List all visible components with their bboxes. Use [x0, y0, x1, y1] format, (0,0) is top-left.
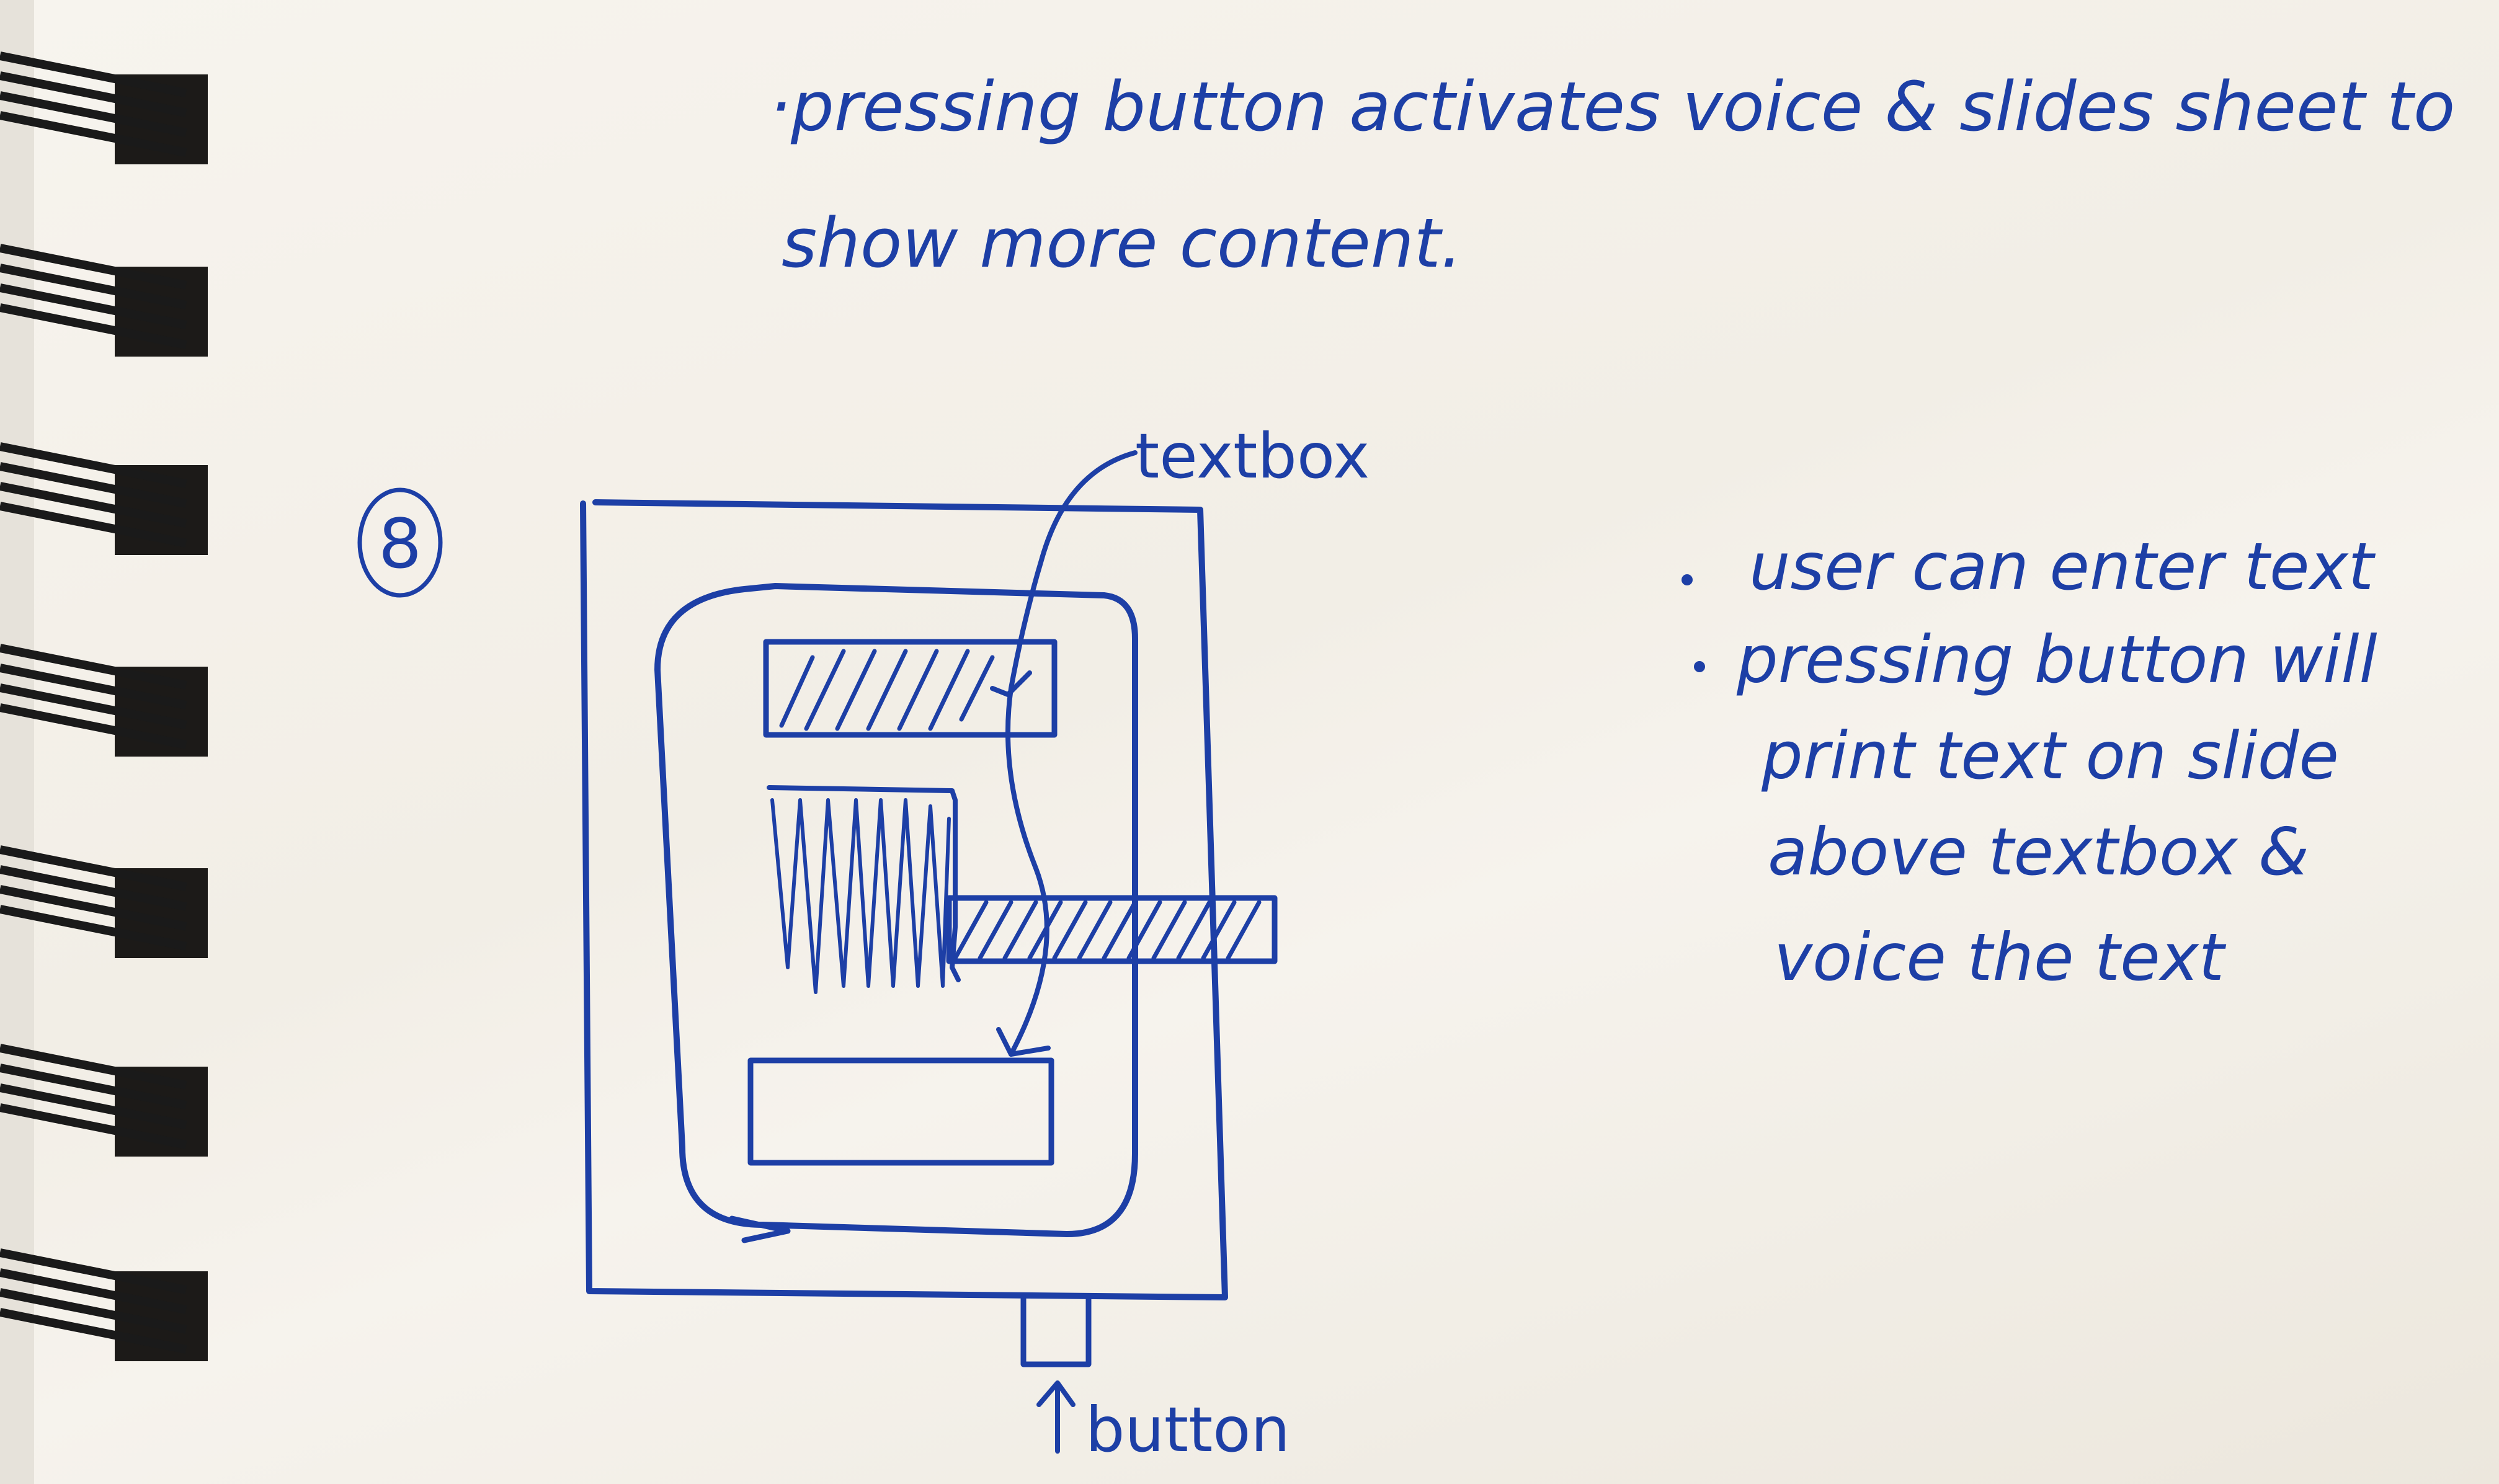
textbox-arrowhead-upper	[990, 670, 1032, 697]
textbox-label: textbox	[1135, 420, 1370, 492]
spiral-ring	[0, 442, 187, 488]
spiral-ring	[0, 244, 187, 290]
textbox-arrowhead-lower	[996, 1027, 1051, 1057]
bullet-2-line-2: print text on slide	[1761, 718, 2339, 794]
slide-bar-frame	[946, 895, 1278, 964]
bullet-1: user can enter text	[1749, 529, 2376, 605]
bullet-dot-1	[1682, 574, 1693, 585]
top-note-line-2: show more content.	[782, 203, 1463, 283]
lower-textbox	[747, 1057, 1054, 1166]
spiral-ring	[0, 865, 187, 911]
slide-content-scribble	[770, 798, 951, 994]
button-label: button	[1085, 1393, 1290, 1466]
button-arrow	[1036, 1380, 1076, 1454]
spiral-ring	[0, 845, 187, 891]
spiral-ring	[0, 905, 187, 951]
device-outer-frame	[580, 499, 1228, 1300]
step-number: 8	[378, 504, 422, 584]
slide-content-frame	[767, 785, 961, 982]
spiral-ring	[0, 1268, 187, 1314]
spiral-ring	[0, 482, 187, 528]
textbox-arrow	[1005, 450, 1138, 1057]
bullet-2: pressing button will	[1736, 622, 2377, 698]
slide-bar-hatching	[953, 900, 1262, 961]
step-circle	[357, 487, 443, 598]
top-note-line-1: ·pressing button activates voice & slide…	[769, 67, 2455, 146]
bullet-2-line-4: voice the text	[1774, 920, 2227, 995]
spiral-ring	[0, 303, 187, 349]
hardware-button: button	[1020, 1294, 1290, 1466]
upper-textbox-frame	[763, 639, 1058, 738]
spiral-ring	[0, 283, 187, 329]
spiral-ring	[0, 502, 187, 548]
hardware-button-shape	[1020, 1294, 1092, 1367]
slide-content-block	[767, 785, 961, 994]
spiral-ring	[0, 71, 187, 117]
spiral-ring	[0, 703, 187, 749]
spiral-ring	[0, 885, 187, 931]
spiral-ring	[0, 91, 187, 137]
step-number-badge: 8	[357, 487, 443, 598]
spiral-binding	[0, 0, 208, 1484]
spiral-ring	[0, 111, 187, 157]
upper-textbox	[763, 639, 1058, 738]
spiral-ring	[0, 1288, 187, 1334]
spiral-ring	[0, 664, 187, 709]
slide-bar	[946, 895, 1278, 964]
sliding-sheet	[654, 583, 1138, 1237]
spiral-ring	[0, 1064, 187, 1109]
spiral-ring	[0, 1308, 187, 1354]
sheet-arrow	[729, 1215, 791, 1243]
spiral-ring	[0, 51, 187, 97]
spiral-ring	[0, 1103, 187, 1149]
spiral-ring	[0, 1044, 187, 1090]
upper-textbox-hatching	[779, 649, 995, 731]
spiral-ring	[0, 1083, 187, 1129]
spiral-ring	[0, 644, 187, 690]
spiral-ring	[0, 1248, 187, 1294]
spiral-ring	[0, 264, 187, 309]
spiral-ring	[0, 462, 187, 508]
spiral-ring	[0, 683, 187, 729]
bullet-2-line-3: above textbox &	[1768, 814, 2309, 890]
bullet-dot-2	[1694, 661, 1705, 672]
bullet-notes: user can enter text pressing button will…	[1682, 529, 2377, 995]
